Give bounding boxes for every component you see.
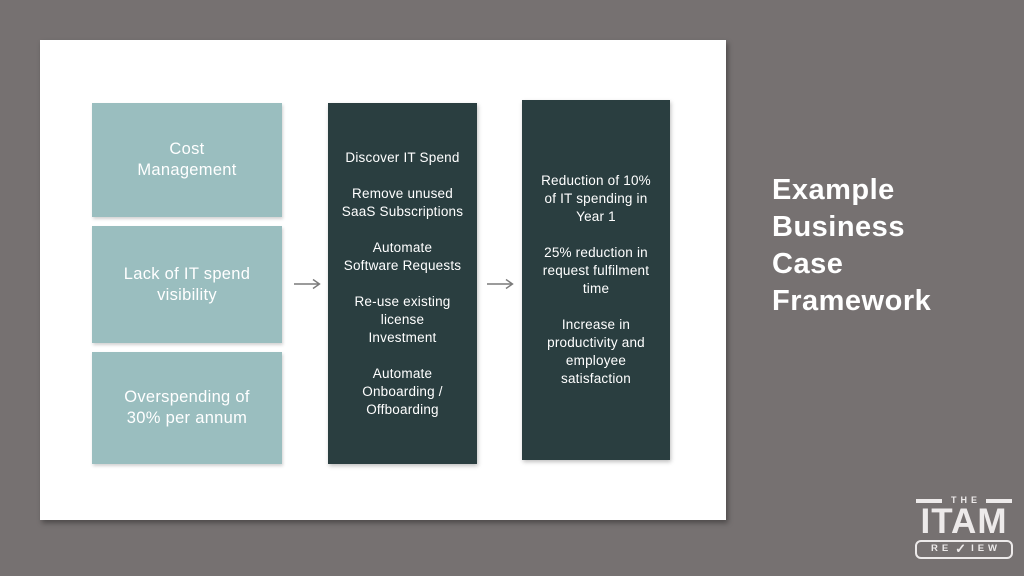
right-arrow-icon [294, 278, 321, 290]
logo-review-badge: RE ✓ IEW [915, 540, 1013, 559]
action-item: Automate Software Requests [343, 239, 462, 273]
problem-box-cost-management: Cost Management [92, 103, 282, 217]
logo-itam-text: ITAM [920, 502, 1008, 541]
outcome-item: 25% reduction in request fulfilment time [542, 245, 650, 296]
right-arrow-icon [487, 278, 514, 290]
actions-box: Discover IT Spend Remove unused SaaS Sub… [328, 103, 477, 464]
action-item: Automate Onboarding / Offboarding [362, 365, 443, 417]
action-item: Re-use existing license Investment [354, 293, 451, 345]
page-title: Example Business Case Framework [772, 174, 932, 317]
logo-the-text: THE [951, 495, 981, 505]
problem-box-lack-of-visibility: Lack of IT spend visibility [92, 226, 282, 343]
action-item: Remove unused SaaS Subscriptions [341, 185, 464, 219]
problem-box-label: Cost Management [137, 140, 237, 179]
outcomes-box: Reduction of 10% of IT spending in Year … [522, 100, 670, 460]
logo-bar-left [916, 498, 942, 503]
itam-review-logo: THE ITAM RE ✓ IEW [915, 496, 1013, 559]
logo-top-row: THE [915, 496, 1013, 505]
problem-box-label: Overspending of 30% per annum [124, 388, 250, 427]
slide-canvas: Cost Management Lack of IT spend visibil… [40, 40, 726, 520]
outcome-item: Increase in productivity and employee sa… [547, 317, 645, 386]
action-item: Discover IT Spend [345, 149, 460, 165]
checkmark-icon: ✓ [955, 541, 967, 556]
problem-box-label: Lack of IT spend visibility [123, 264, 251, 304]
logo-bar-right [986, 498, 1012, 503]
outcome-item: Reduction of 10% of IT spending in Year … [541, 173, 651, 224]
logo-review-post: IEW [971, 543, 1002, 554]
problem-box-overspending: Overspending of 30% per annum [92, 352, 282, 464]
logo-review-pre: RE [930, 543, 953, 554]
